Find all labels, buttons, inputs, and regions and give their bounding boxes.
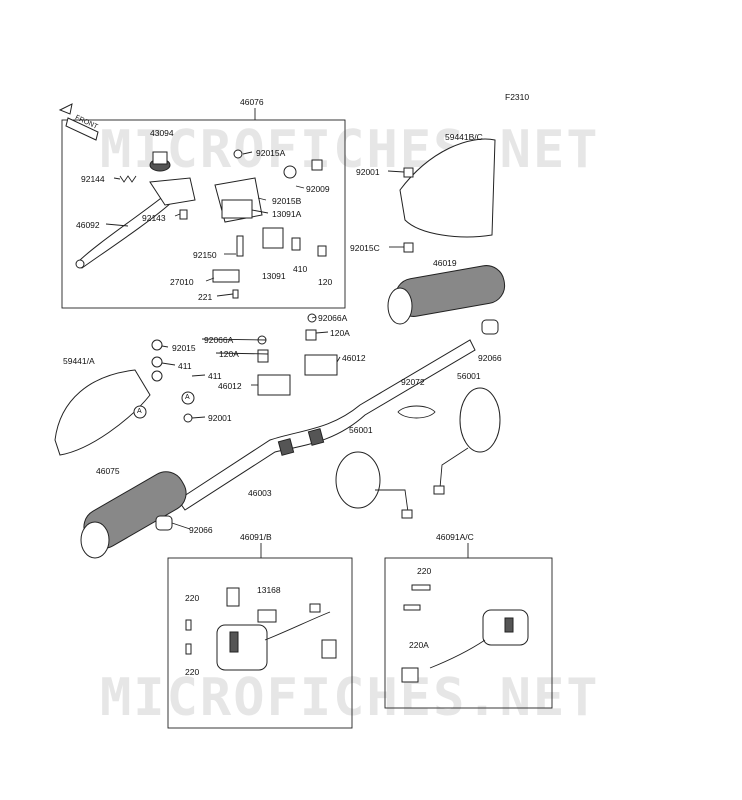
callout-46092: 46092	[76, 220, 100, 230]
callout-46003: 46003	[248, 488, 272, 498]
switch-left-icon	[185, 587, 337, 671]
callout-92150: 92150	[193, 250, 217, 260]
callout-13168: 13168	[257, 585, 281, 595]
box-46091AC	[384, 557, 553, 709]
spring-icon	[119, 175, 137, 183]
watermark-bottom: MICROFICHES.NET	[100, 668, 600, 728]
callout-92015: 92015	[172, 343, 196, 353]
figure-code: F2310	[505, 92, 530, 102]
callout-46075: 46075	[96, 466, 120, 476]
hand-guard-left-icon	[54, 339, 195, 456]
callout-59441A: 59441/A	[63, 356, 95, 366]
callout-92143: 92143	[142, 213, 166, 223]
callout-46076: 46076	[240, 97, 264, 107]
bar-end-right-icon	[481, 319, 499, 335]
callout-13091A: 13091A	[272, 209, 302, 219]
callout-220-1: 220	[185, 593, 200, 603]
switch-right-icon	[401, 584, 529, 683]
callout-92066A-1: 92066A	[318, 313, 348, 323]
handlebar-icon	[177, 339, 476, 511]
callout-13091: 13091	[262, 271, 286, 281]
callout-120A-1: 120A	[330, 328, 350, 338]
mirror-right-icon	[433, 387, 501, 495]
front-arrow-icon	[58, 103, 99, 141]
callout-46019: 46019	[433, 258, 457, 268]
callout-56001-2: 56001	[349, 425, 373, 435]
mirror-left-icon	[335, 451, 413, 519]
callout-92072: 92072	[401, 377, 425, 387]
callout-46012-1: 46012	[342, 353, 366, 363]
callout-46091B: 46091/B	[240, 532, 272, 542]
box-46076	[61, 119, 346, 309]
grip-left-icon	[80, 471, 187, 559]
callout-92066A-2: 92066A	[204, 335, 234, 345]
callout-220-2: 220	[185, 667, 200, 677]
callout-92009: 92009	[306, 184, 330, 194]
callout-120-1: 120	[318, 277, 333, 287]
callout-120A-2: 120A	[219, 349, 239, 359]
callout-92015A-1: 92015A	[256, 148, 286, 158]
hand-guard-right-icon	[399, 138, 496, 253]
box-46091B	[167, 557, 353, 729]
callout-411-2: 411	[208, 371, 222, 381]
callout-92015C: 92015C	[350, 243, 380, 253]
callout-92066-2: 92066	[189, 525, 213, 535]
marker-A-2: A	[137, 408, 142, 415]
clutch-lever-icon	[75, 151, 196, 269]
callout-92001-2: 92001	[208, 413, 232, 423]
watermark-top: MICROFICHES.NET	[100, 120, 600, 180]
lever-holder-icon	[179, 149, 327, 299]
callout-56001-1: 56001	[457, 371, 481, 381]
callout-220A: 220A	[409, 640, 429, 650]
grip-right-icon	[387, 265, 506, 325]
callout-46012-2: 46012	[218, 381, 242, 391]
callout-410: 410	[293, 264, 308, 274]
callout-92144: 92144	[81, 174, 105, 184]
band-92072-icon	[397, 405, 436, 419]
callout-46091AC: 46091A/C	[436, 532, 474, 542]
callout-43094: 43094	[150, 128, 174, 138]
callout-221: 221	[198, 292, 213, 302]
callout-92066-1: 92066	[478, 353, 502, 363]
callout-220-3: 220	[417, 566, 432, 576]
callout-27010: 27010	[170, 277, 194, 287]
callout-411-1: 411	[178, 361, 192, 371]
handlebar-holder-icons	[257, 313, 338, 396]
callout-92015B: 92015B	[272, 196, 302, 206]
callout-59441BC: 59441B/C	[445, 132, 483, 142]
marker-A-1: A	[185, 394, 190, 401]
callout-92001-1: 92001	[356, 167, 380, 177]
